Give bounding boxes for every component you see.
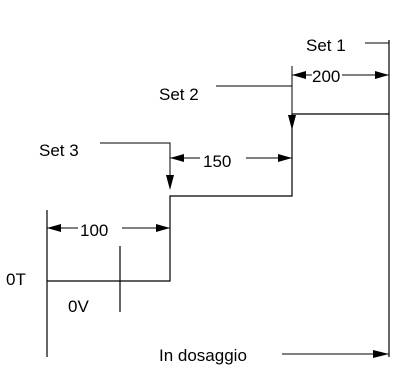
dim200-left-arrow-icon <box>292 71 306 79</box>
set2-leader-line <box>216 85 293 118</box>
dim200-right-arrow-icon <box>375 71 389 79</box>
set3-arrow-down-icon <box>166 175 174 190</box>
set2-label: Set 2 <box>159 85 199 104</box>
zero-t-label: 0T <box>6 270 26 289</box>
dim-100-label: 100 <box>80 221 108 240</box>
dim150-right-arrow-icon <box>278 154 292 162</box>
step-profile-line <box>47 113 389 282</box>
dim100-right-arrow-icon <box>156 224 170 232</box>
dim150-left-arrow-icon <box>170 154 184 162</box>
dim100-left-arrow-icon <box>47 224 61 232</box>
dim-200-label: 200 <box>312 67 340 86</box>
in-dosaggio-label: In dosaggio <box>159 346 247 365</box>
set2-arrow-down-icon <box>288 115 296 130</box>
in-dosaggio-arrow-icon <box>373 350 389 358</box>
zero-v-label: 0V <box>68 297 89 316</box>
set3-label: Set 3 <box>39 141 79 160</box>
set1-label: Set 1 <box>306 36 346 55</box>
dim-150-label: 150 <box>203 152 231 171</box>
set3-leader-line <box>100 142 171 178</box>
